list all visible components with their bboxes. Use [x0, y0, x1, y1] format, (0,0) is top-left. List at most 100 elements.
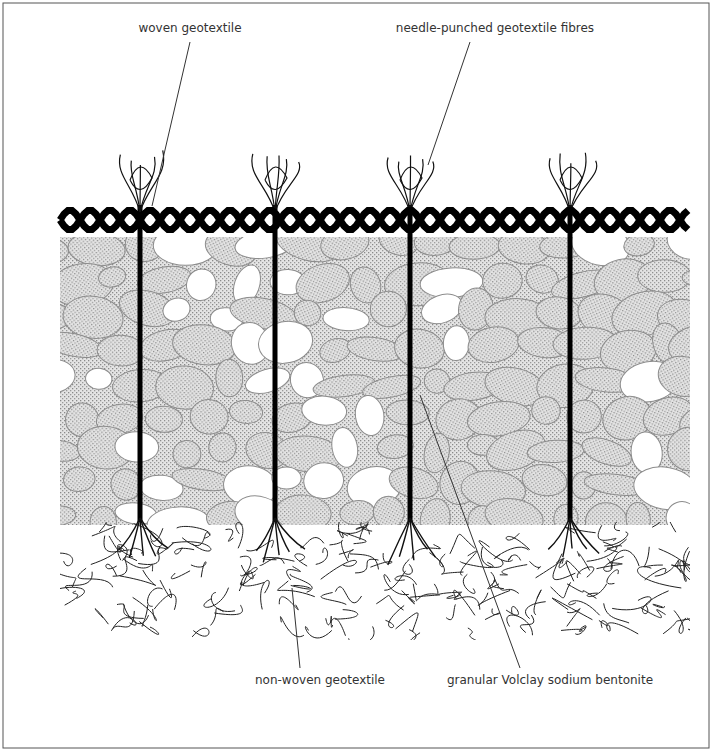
- bentonite-granule: [97, 265, 128, 290]
- fibre-tuft: [252, 154, 275, 212]
- bentonite-granule: [228, 399, 263, 425]
- fibre-root: [570, 518, 599, 553]
- non-woven-fibre: [566, 561, 580, 582]
- fibre-tuft: [131, 161, 140, 212]
- non-woven-fibre: [485, 609, 500, 620]
- non-woven-fibre: [403, 559, 412, 574]
- non-woven-fibre: [305, 627, 331, 638]
- fibre-root: [119, 518, 140, 550]
- bentonite-granule: [89, 505, 118, 525]
- non-woven-fibre: [395, 576, 417, 585]
- non-woven-fibre: [637, 567, 681, 588]
- fibre-root: [563, 518, 570, 557]
- bentonite-granules: [60, 237, 690, 525]
- non-woven-fibre: [226, 529, 234, 541]
- leader-line: [428, 42, 470, 165]
- non-woven-fibre: [460, 561, 493, 567]
- non-woven-fibre: [491, 572, 504, 589]
- non-woven-fibre: [321, 560, 357, 579]
- bentonite-granule: [85, 367, 113, 390]
- non-woven-fibre: [330, 540, 348, 561]
- non-woven-fibre: [468, 628, 490, 640]
- fibre-tuft: [387, 158, 410, 212]
- non-woven-fibre: [687, 618, 690, 630]
- non-woven-fibre: [447, 593, 460, 598]
- non-woven-fibre: [450, 534, 475, 553]
- non-woven-fibre: [106, 564, 117, 576]
- bentonite-granule: [160, 294, 194, 325]
- bentonite-granule: [370, 493, 408, 525]
- bentonite-granule: [370, 291, 406, 327]
- fibre-root: [140, 518, 156, 556]
- leader-line: [152, 42, 190, 206]
- non-woven-fibre: [290, 574, 312, 592]
- part-label: needle-punched geotextile fibres: [394, 21, 596, 36]
- non-woven-fibre: [644, 547, 663, 567]
- fibre-root: [275, 518, 289, 552]
- fibre-tuft: [130, 167, 152, 190]
- bentonite-granule: [682, 267, 690, 289]
- non-woven-fibre: [287, 566, 301, 580]
- bentonite-granule: [322, 306, 370, 332]
- bentonite-granule: [255, 316, 317, 368]
- needle-fibre-bundle: [273, 205, 278, 522]
- non-woven-fibre: [494, 547, 528, 558]
- bentonite-granule: [578, 432, 635, 472]
- non-woven-fibre: [92, 526, 121, 542]
- fibre-root: [275, 518, 305, 549]
- non-woven-fibre: [192, 628, 209, 637]
- non-woven-fibres: [60, 522, 690, 640]
- bentonite-granule: [392, 325, 447, 371]
- bentonite-granule: [146, 505, 211, 525]
- non-woven-fibre: [279, 597, 298, 610]
- non-woven-fibre: [506, 606, 518, 615]
- non-woven-fibre: [567, 584, 596, 599]
- non-woven-fibre: [536, 558, 565, 578]
- non-woven-fibre: [409, 630, 420, 640]
- non-woven-fibre: [614, 522, 625, 531]
- bentonite-granule: [625, 502, 652, 525]
- needle-fibre-bundle: [408, 205, 413, 522]
- bentonite-granule: [689, 470, 690, 503]
- non-woven-fibre: [446, 604, 455, 619]
- bentonite-granule: [242, 363, 292, 398]
- bentonite-layer: [60, 237, 690, 525]
- bentonite-granule: [274, 494, 332, 525]
- non-woven-fibre: [171, 571, 190, 579]
- non-woven-fibre: [214, 605, 242, 615]
- non-woven-fibre: [396, 613, 418, 632]
- non-woven-fibre: [211, 608, 224, 625]
- non-woven-fibre: [653, 604, 665, 607]
- non-woven-fibre: [95, 609, 108, 624]
- bentonite-granule: [172, 440, 201, 469]
- non-woven-fibre: [652, 522, 676, 532]
- non-woven-fibre: [604, 556, 624, 571]
- fibre-tuft: [570, 153, 586, 212]
- non-woven-fibre: [494, 578, 518, 593]
- non-woven-fibre: [60, 553, 73, 566]
- non-woven-fibre: [65, 591, 78, 605]
- non-woven-fibre: [120, 570, 156, 585]
- bentonite-granule: [654, 351, 690, 401]
- non-woven-fibre: [113, 611, 134, 628]
- non-woven-fibre: [429, 553, 445, 567]
- non-woven-fibre: [60, 587, 84, 598]
- non-woven-fibre: [567, 609, 580, 627]
- non-woven-fibre: [454, 592, 480, 610]
- non-woven-fibre: [182, 533, 210, 546]
- non-woven-fibre: [111, 618, 136, 631]
- non-woven-fibre: [596, 563, 622, 569]
- fibre-tuft: [410, 162, 434, 212]
- non-woven-fibre: [280, 617, 303, 637]
- non-woven-fibre: [335, 587, 361, 603]
- non-woven-fibre: [604, 603, 629, 623]
- bentonite-granule: [534, 294, 584, 333]
- non-woven-fibre: [204, 588, 229, 608]
- non-woven-fibre: [117, 604, 144, 618]
- non-woven-fibre: [160, 580, 172, 598]
- non-woven-fibre: [291, 585, 311, 589]
- bentonite-granule: [189, 398, 230, 436]
- fibre-root: [388, 518, 410, 565]
- non-woven-fibre: [172, 542, 211, 551]
